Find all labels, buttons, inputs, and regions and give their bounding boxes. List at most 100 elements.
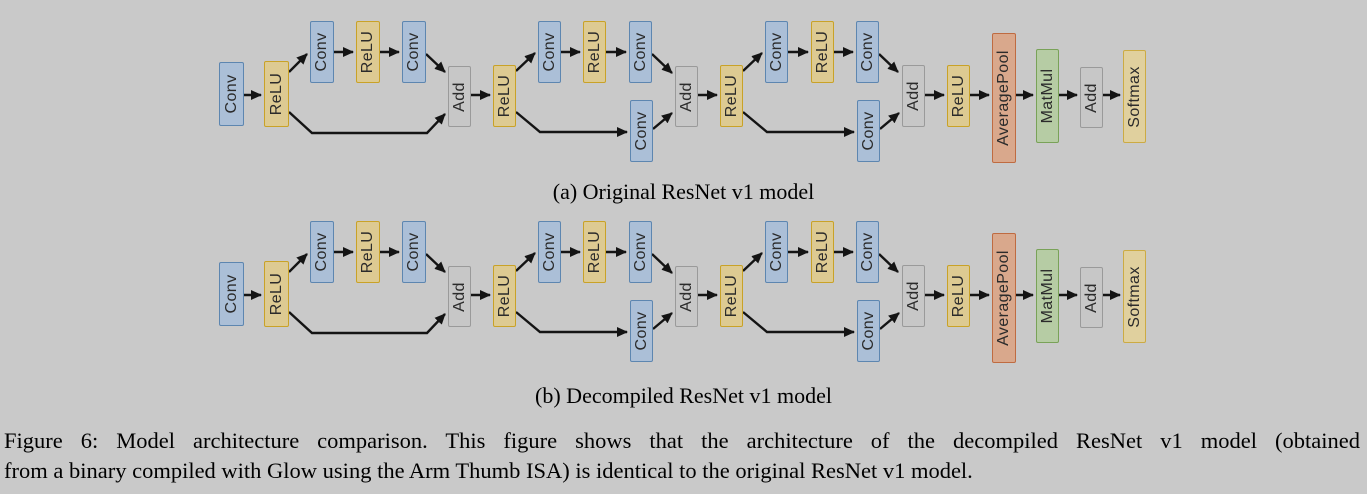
node-conv: Conv: [856, 21, 879, 83]
node-conv: Conv: [310, 21, 334, 83]
subfigure-a-caption: (a) Original ResNet v1 model: [552, 179, 815, 204]
node-label: ReLU: [495, 74, 513, 118]
node-label: AveragePool: [995, 50, 1012, 146]
node-label: ReLU: [722, 74, 740, 118]
node-label: ReLU: [722, 274, 740, 318]
node-conv: Conv: [765, 221, 788, 283]
node-label: Conv: [222, 274, 240, 314]
node-label: Conv: [859, 311, 877, 351]
node-conv: Conv: [402, 21, 426, 83]
node-label: ReLU: [585, 230, 603, 274]
node-add: Add: [902, 265, 925, 327]
node-label: ReLU: [267, 72, 285, 116]
node-label: ReLU: [949, 74, 967, 118]
node-add: Add: [1080, 267, 1103, 328]
node-label: Add: [677, 81, 695, 112]
node-label: Conv: [405, 232, 422, 272]
node-label: Add: [1082, 82, 1100, 113]
node-label: ReLU: [359, 30, 376, 74]
node-label: Conv: [858, 232, 876, 272]
node-relu: ReLU: [947, 65, 970, 127]
node-relu: ReLU: [811, 221, 834, 283]
node-label: Conv: [767, 32, 785, 72]
node-relu: ReLU: [583, 21, 606, 83]
node-label: Conv: [632, 311, 650, 351]
figure-caption-line-2: from a binary compiled with Glow using t…: [4, 458, 973, 483]
node-label: Conv: [631, 232, 649, 272]
node-label: Conv: [540, 232, 558, 272]
node-matmul: MatMul: [1036, 249, 1059, 343]
node-label: Conv: [858, 32, 876, 72]
node-label: ReLU: [949, 274, 967, 318]
node-conv: Conv: [765, 21, 788, 83]
node-conv: Conv: [857, 100, 880, 162]
node-relu: ReLU: [264, 261, 289, 327]
node-conv: Conv: [219, 262, 244, 326]
node-conv: Conv: [630, 100, 653, 162]
node-conv: Conv: [402, 221, 426, 283]
node-label: ReLU: [585, 30, 603, 74]
node-conv: Conv: [630, 300, 653, 362]
node-add: Add: [1080, 67, 1103, 128]
node-label: Add: [450, 81, 468, 112]
node-label: Conv: [540, 32, 558, 72]
node-label: ReLU: [267, 272, 285, 316]
node-label: ReLU: [813, 30, 831, 74]
node-label: Add: [904, 81, 922, 111]
connection-arrows: [244, 247, 1121, 337]
node-label: ReLU: [359, 230, 376, 274]
node-label: AveragePool: [995, 250, 1012, 346]
node-relu: ReLU: [947, 265, 970, 327]
node-label: Conv: [631, 32, 649, 72]
node-label: Conv: [632, 111, 650, 151]
node-conv: Conv: [538, 21, 561, 83]
node-label: Softmax: [1125, 265, 1143, 328]
node-avgpool: AveragePool: [992, 33, 1016, 163]
node-label: Conv: [313, 232, 330, 272]
node-label: Add: [904, 281, 922, 311]
node-relu: ReLU: [811, 21, 834, 83]
node-add: Add: [448, 66, 471, 127]
node-label: Add: [450, 281, 468, 312]
node-label: Conv: [767, 232, 785, 272]
node-label: Add: [677, 281, 695, 312]
node-label: Conv: [313, 32, 330, 72]
node-matmul: MatMul: [1036, 49, 1059, 143]
node-add: Add: [902, 65, 925, 127]
node-label: Add: [1082, 282, 1100, 313]
node-softmax: Softmax: [1123, 50, 1146, 143]
node-relu: ReLU: [493, 265, 516, 327]
figure-caption-line-1: Figure 6: Model architecture comparison.…: [4, 428, 1360, 453]
node-label: ReLU: [495, 274, 513, 318]
node-conv: Conv: [856, 221, 879, 283]
node-conv: Conv: [629, 21, 652, 83]
node-conv: Conv: [538, 221, 561, 283]
node-conv: Conv: [310, 221, 334, 283]
node-label: Conv: [222, 74, 240, 114]
node-conv: Conv: [629, 221, 652, 283]
node-label: ReLU: [813, 230, 831, 274]
node-softmax: Softmax: [1123, 250, 1146, 343]
node-conv: Conv: [219, 62, 244, 126]
node-relu: ReLU: [356, 221, 380, 283]
node-label: Conv: [405, 32, 422, 72]
node-label: MatMul: [1038, 68, 1056, 124]
node-add: Add: [675, 266, 698, 327]
node-add: Add: [675, 66, 698, 127]
subfigure-b-caption: (b) Decompiled ResNet v1 model: [535, 383, 832, 408]
node-label: MatMul: [1038, 268, 1056, 324]
node-label: Conv: [859, 111, 877, 151]
node-conv: Conv: [857, 300, 880, 362]
node-relu: ReLU: [264, 61, 289, 127]
node-relu: ReLU: [720, 265, 743, 327]
figure-caption: Figure 6: Model architecture comparison.…: [4, 426, 1360, 486]
node-label: Softmax: [1125, 65, 1143, 128]
node-relu: ReLU: [356, 21, 380, 83]
node-relu: ReLU: [583, 221, 606, 283]
node-relu: ReLU: [720, 65, 743, 127]
node-avgpool: AveragePool: [992, 233, 1016, 363]
connection-arrows: [244, 47, 1121, 137]
